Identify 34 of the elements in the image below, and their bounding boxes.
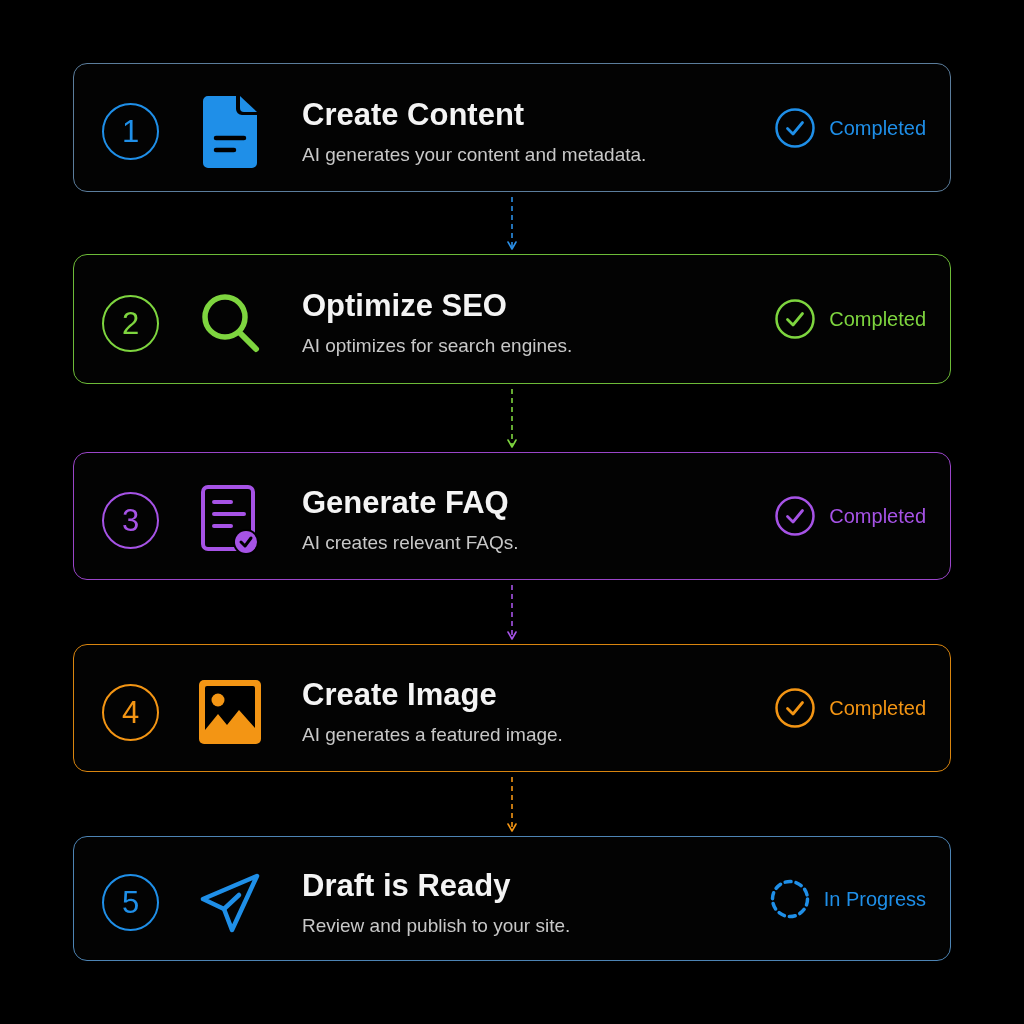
step-card bbox=[73, 644, 951, 772]
step-card bbox=[73, 836, 951, 961]
step-number: 5 bbox=[121, 887, 140, 918]
step-description: AI generates your content and metadata. bbox=[302, 142, 648, 167]
step-number-circle bbox=[102, 683, 159, 741]
status-label: In Progress bbox=[823, 886, 926, 911]
status-label: Completed bbox=[829, 696, 926, 720]
step-description: AI creates relevant FAQs. bbox=[302, 531, 520, 555]
step-title: Draft is Ready bbox=[302, 867, 512, 904]
status-label: Completed bbox=[829, 115, 926, 140]
step-number: 2 bbox=[121, 307, 140, 339]
step-number-circle bbox=[102, 294, 159, 352]
step-card bbox=[73, 452, 951, 580]
step-title: Create Image bbox=[302, 677, 498, 713]
dashed-arrow bbox=[507, 388, 517, 448]
step-description: AI optimizes for search engines. bbox=[302, 334, 574, 358]
step-card bbox=[73, 63, 951, 192]
step-title: Optimize SEO bbox=[302, 288, 508, 324]
step-number-circle bbox=[102, 103, 159, 160]
dashed-arrow bbox=[507, 776, 517, 832]
step-number-circle bbox=[102, 491, 159, 549]
step-number: 1 bbox=[121, 116, 140, 147]
step-card bbox=[73, 254, 951, 384]
status-label: Completed bbox=[829, 307, 926, 331]
step-number: 4 bbox=[121, 696, 140, 728]
step-description: AI generates a featured image. bbox=[302, 723, 564, 747]
step-number: 3 bbox=[121, 504, 140, 536]
dashed-arrow bbox=[507, 196, 517, 250]
step-title: Create Content bbox=[302, 96, 526, 133]
step-description: Review and publish to your site. bbox=[302, 913, 572, 938]
dashed-arrow bbox=[507, 584, 517, 640]
step-title: Generate FAQ bbox=[302, 485, 510, 521]
status-label: Completed bbox=[829, 504, 926, 528]
step-number-circle bbox=[102, 874, 159, 931]
